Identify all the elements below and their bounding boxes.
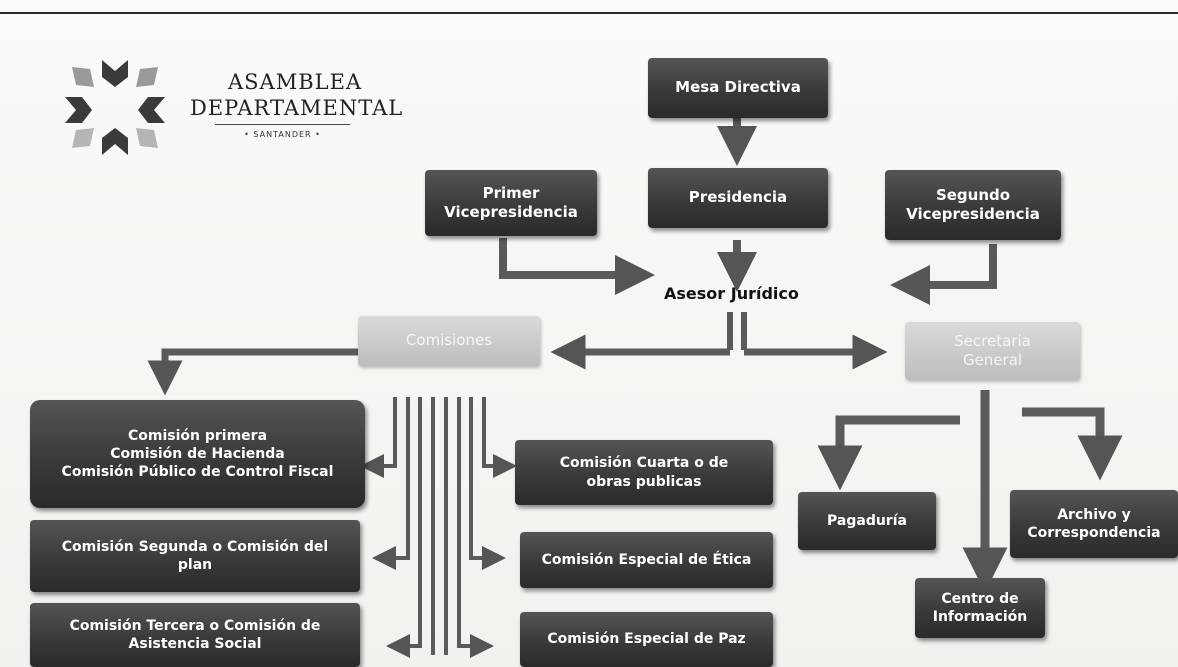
node-secretaria-general: Secretaria General [905,322,1080,380]
node-com1-line-1: Comisión primera [127,427,268,444]
node-comisiones: Comisiones [358,316,540,366]
node-primer-vice-line-1: Primer [482,183,540,202]
node-secretaria-line-2: General [962,351,1023,369]
node-com4-line-1: Comisión Cuarta o de [559,455,729,472]
node-paz-label: Comisión Especial de Paz [547,631,746,648]
node-presidencia-label: Presidencia [688,188,788,207]
brand-line-1: Asamblea [228,70,363,94]
node-presidencia: Presidencia [648,168,828,228]
node-com3-line-1: Comisión Tercera o Comisión de [69,617,321,634]
node-primer-vice-line-2: Vicepresidencia [444,203,578,221]
asamblea-logo-icon [65,60,165,155]
node-com3-line-2: Asistencia Social [128,636,262,652]
node-comision-cuarta: Comisión Cuarta o de obras publicas [515,440,773,505]
node-comision-primera: Comisión primera Comisión de Hacienda Co… [30,400,365,508]
node-segundo-vice-line-2: Vicepresidencia [906,205,1040,223]
node-archivo-line-2: Correspondencia [1027,525,1161,541]
node-com1-line-2: Comisión de Hacienda [110,445,285,462]
node-com2-line-2: plan [177,557,213,573]
node-comision-paz: Comisión Especial de Paz [520,612,773,667]
top-rule [0,12,1178,14]
node-segundo-vicepresidencia: Segundo Vicepresidencia [885,170,1061,240]
arrow-secretaria-archivo [1022,407,1123,481]
node-comision-segunda: Comisión Segunda o Comisión del plan [30,520,360,592]
node-mesa-directiva-label: Mesa Directiva [675,78,801,97]
node-archivo-line-1: Archivo y [1057,506,1131,523]
node-pagaduria: Pagaduría [798,492,936,550]
node-primer-vicepresidencia: Primer Vicepresidencia [425,170,597,236]
node-com2-line-1: Comisión Segunda o Comisión del [61,538,329,555]
node-secretaria-line-1: Secretaria [954,331,1031,350]
node-com4-line-2: obras publicas [586,473,702,490]
brand-region: SANTANDER [253,130,312,139]
brand-line-3: • SANTANDER • [244,130,321,139]
node-centro-line-2: Información [932,609,1028,625]
brand-line-2: Departamental [190,96,404,120]
node-centro-informacion: Centro de Información [915,578,1045,638]
node-segundo-vice-line-1: Segundo [935,185,1011,204]
arrow-segundovice-asesor [890,244,997,305]
brand-divider [215,124,350,125]
node-com1-line-3: Comisión Público de Control Fiscal [61,464,334,481]
node-comision-tercera: Comisión Tercera o Comisión de Asistenci… [30,603,360,667]
node-pagaduria-label: Pagaduría [827,512,907,529]
node-centro-line-1: Centro de [941,590,1019,607]
node-mesa-directiva: Mesa Directiva [648,58,828,118]
node-asesor-juridico: Asesor Jurídico [664,284,799,303]
arrow-secretaria-pagaduria [817,415,960,491]
node-archivo-correspondencia: Archivo y Correspondencia [1010,490,1178,558]
arrow-comisiones-com1 [147,348,358,396]
arrow-primervice-asesor [499,238,655,295]
node-comisiones-label: Comisiones [405,331,493,350]
node-comision-etica: Comisión Especial de Ética [520,532,773,588]
node-etica-label: Comisión Especial de Ética [541,551,752,568]
